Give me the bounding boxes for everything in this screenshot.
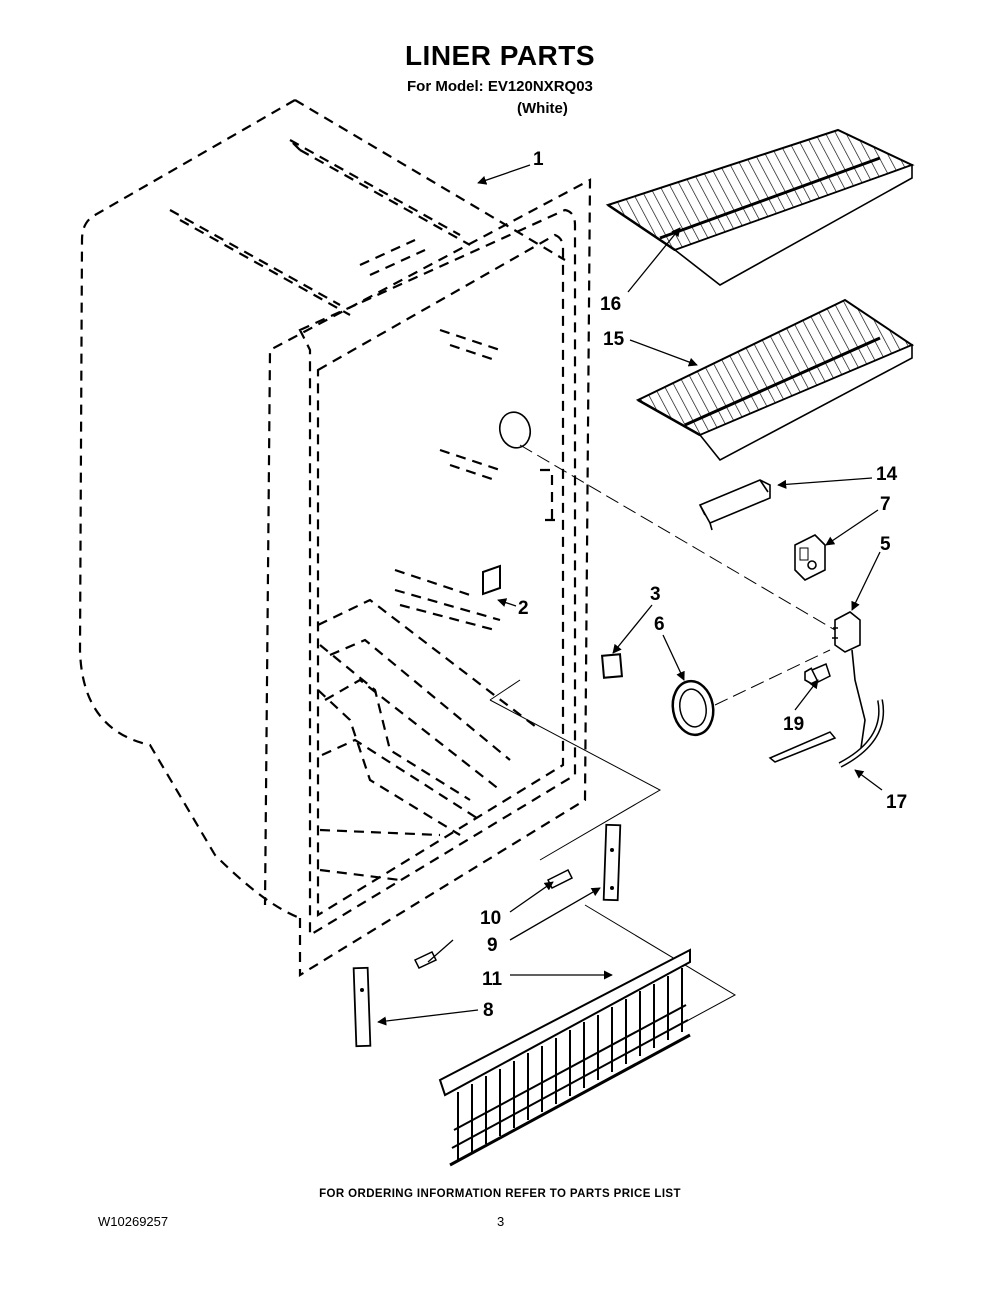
- callout-7: 7: [880, 494, 891, 515]
- callout-14: 14: [876, 464, 898, 485]
- callout-17: 17: [886, 792, 907, 813]
- document-number: W10269257: [98, 1214, 169, 1229]
- assembly-guide-line: [489, 679, 662, 861]
- basket-support-left: [352, 966, 372, 1048]
- liner-label: [482, 564, 501, 596]
- model-line: For Model: EV120NXRQ03: [407, 78, 593, 95]
- shelf-upper: [605, 128, 915, 286]
- screw-left: [413, 951, 438, 969]
- light-bulb: [804, 662, 831, 685]
- callout-11: 11: [482, 969, 503, 990]
- callout-16: 16: [600, 294, 621, 315]
- shelf-bracket: [698, 479, 771, 531]
- callout-2: 2: [518, 598, 529, 619]
- callout-leaders: [377, 164, 883, 1026]
- callout-19: 19: [783, 714, 804, 735]
- callout-10: 10: [480, 908, 501, 929]
- ordering-note: FOR ORDERING INFORMATION REFER TO PARTS …: [319, 1188, 681, 1200]
- callout-9: 9: [487, 935, 498, 956]
- callout-8: 8: [483, 1000, 494, 1021]
- callout-15: 15: [603, 329, 625, 350]
- socket-guide-line: [714, 649, 831, 706]
- callout-6: 6: [654, 614, 665, 635]
- light-socket: [832, 611, 866, 756]
- callout-5: 5: [880, 534, 891, 555]
- screw-right: [546, 868, 574, 890]
- wire-path-line: [519, 444, 836, 631]
- light-shield-small: [600, 653, 624, 679]
- shelf-lower: [635, 298, 915, 462]
- temperature-control: [794, 534, 826, 581]
- color-line: (White): [517, 100, 568, 117]
- callout-1: 1: [533, 149, 544, 170]
- wire-basket: [438, 948, 691, 1167]
- heater-strip: [768, 731, 837, 763]
- callout-3: 3: [650, 584, 661, 605]
- light-lens: [671, 679, 715, 737]
- page-title: LINER PARTS: [404, 40, 596, 71]
- assembly-guide-line-2: [584, 904, 737, 1023]
- liner-cabinet: [78, 99, 592, 977]
- basket-support-right: [602, 823, 622, 902]
- page-number: 3: [497, 1214, 505, 1229]
